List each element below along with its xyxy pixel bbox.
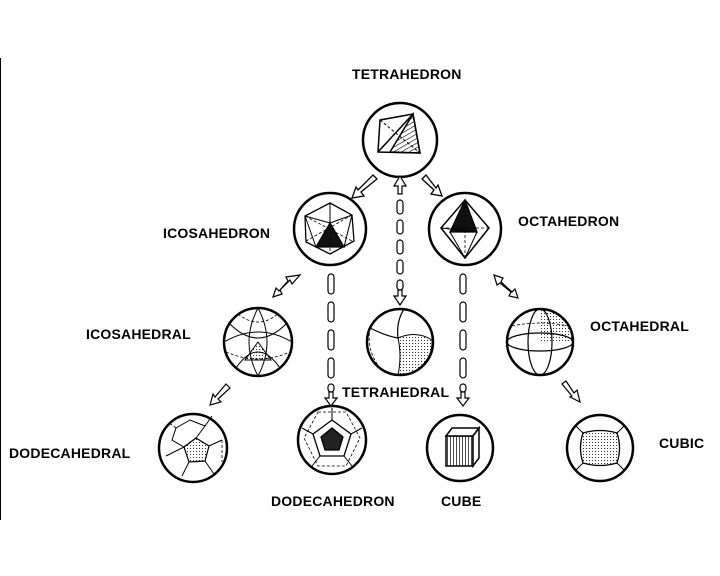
arrow-octahedral-to-cubic xyxy=(561,380,581,404)
label-cube: CUBE xyxy=(441,493,482,509)
label-tetrahedron: TETRAHEDRON xyxy=(352,66,462,82)
icosahedral-node xyxy=(222,306,294,378)
arrow-icosahedral-to-dodecahedral xyxy=(209,383,231,406)
icosahedron-node xyxy=(292,191,368,267)
label-icosahedron: ICOSAHEDRON xyxy=(163,225,271,241)
dodecahedral-node xyxy=(157,412,229,484)
label-tetrahedral: TETRAHEDRAL xyxy=(342,384,450,400)
arrow-octahedron-to-cube xyxy=(455,273,471,407)
octahedron-node xyxy=(427,191,503,267)
dodecahedron-node xyxy=(296,404,368,476)
octahedral-node xyxy=(505,307,575,377)
tetrahedral-node xyxy=(365,307,435,377)
label-dodecahedral: DODECAHEDRAL xyxy=(9,445,131,461)
label-octahedron: OCTAHEDRON xyxy=(518,213,620,229)
label-icosahedral: ICOSAHEDRAL xyxy=(86,326,191,342)
left-border-line xyxy=(0,58,1,520)
cube-node xyxy=(425,413,495,483)
cubic-node xyxy=(565,413,635,483)
arrow-tetrahedron-to-icosahedron xyxy=(351,174,378,199)
arrow-tetrahedral-to-tetrahedron xyxy=(392,174,408,307)
arrow-tetrahedron-to-octahedron xyxy=(421,174,443,197)
label-dodecahedron: DODECAHEDRON xyxy=(271,493,395,509)
label-octahedral: OCTAHEDRAL xyxy=(590,318,689,334)
label-cubic: CUBIC xyxy=(659,435,705,451)
arrow-icosahedron-to-icosahedral xyxy=(272,274,302,298)
arrow-icosahedron-to-dodecahedron xyxy=(323,273,339,407)
arrow-octahedron-to-octahedral xyxy=(493,274,519,299)
tetrahedron-node xyxy=(361,101,439,179)
